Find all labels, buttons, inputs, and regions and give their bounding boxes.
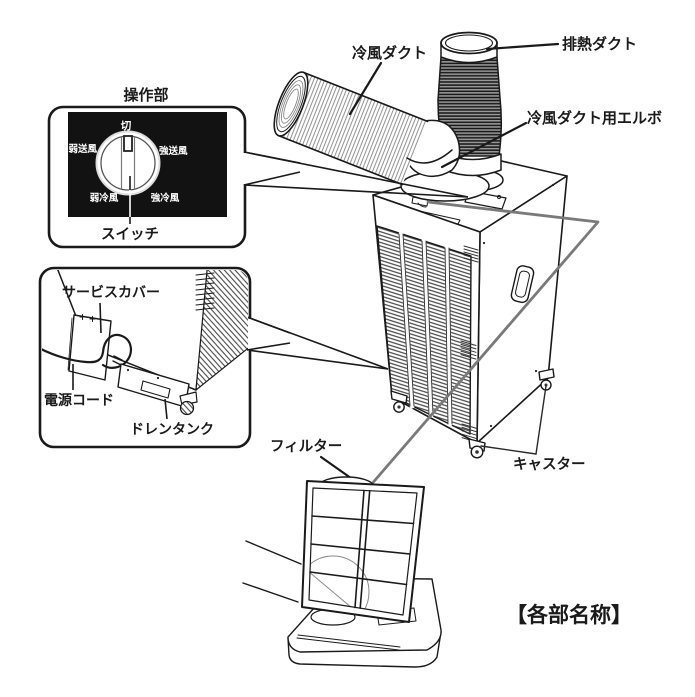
dial-cool-high-label: 強冷風 [151, 192, 180, 204]
caster-wheels [390, 368, 555, 459]
exhaust-duct-label: 排熱ダクト [562, 35, 637, 53]
dial-fan-low-label: 弱送風 [68, 143, 97, 155]
filter-leader-line [368, 200, 600, 488]
main-unit-illustration [372, 159, 568, 459]
filter-section [242, 476, 442, 668]
side-handle [510, 265, 535, 304]
dial-fan-high-label: 強送風 [159, 145, 188, 157]
edge-bellows-details [460, 245, 479, 443]
dial-pointer [123, 135, 133, 152]
diagram-title: 【各部名称】 [506, 603, 632, 627]
filter-illustration [301, 480, 425, 623]
rear-grille-hatched [195, 270, 248, 391]
drain-tank-label: ドレンタンク [130, 422, 214, 438]
caster-leader-lines [480, 385, 547, 455]
cold-duct-leader [348, 61, 383, 116]
power-cord-line [42, 333, 132, 369]
control-panel-title: 操作部 [123, 86, 168, 104]
filter-label: フィルター [270, 438, 342, 455]
switch-label: スイッチ [101, 226, 159, 243]
service-cover-label: サービスカバー [62, 285, 160, 301]
power-cord-label: 電源コード [44, 392, 114, 409]
caster-label: キャスター [513, 456, 586, 473]
exhaust-duct-leader [485, 42, 560, 51]
dial-cool-low-label: 弱冷風 [90, 192, 119, 204]
elbow-label: 冷風ダクト用エルボ [527, 109, 662, 127]
rear-view-illustration [42, 270, 248, 416]
leader-lines [319, 42, 600, 490]
rear-panel-callout: サービスカバー 電源コード ドレンタンク [38, 266, 389, 449]
dial-off-label: 切 [121, 120, 132, 132]
elbow-leader [440, 121, 528, 169]
cold-air-duct-illustration [273, 71, 453, 186]
control-panel-callout: 切 弱送風 強送風 弱冷風 強冷風 操作部 スイッチ [47, 86, 469, 249]
cold-duct-label: 冷風ダクト [352, 44, 427, 62]
mode-dial [95, 130, 161, 196]
